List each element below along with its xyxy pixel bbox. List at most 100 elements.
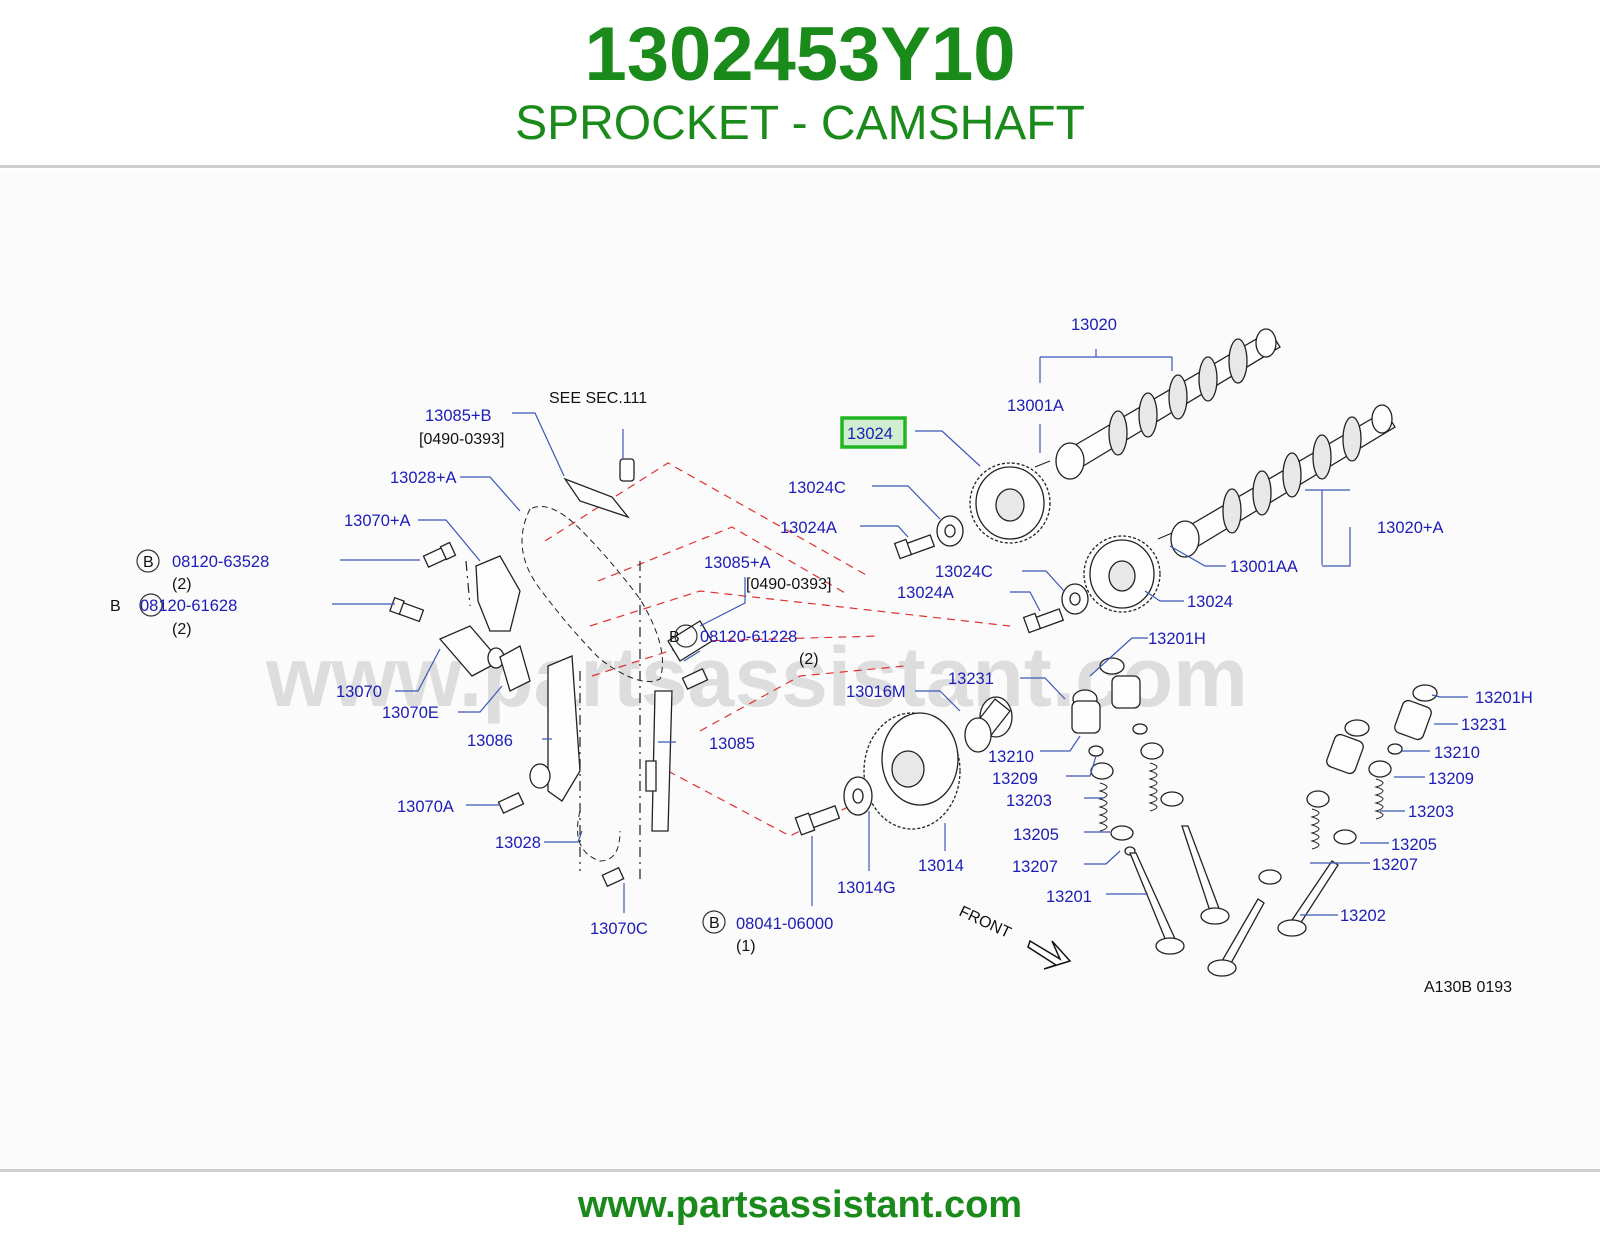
chain-guide-13085B[interactable] [563, 477, 630, 519]
callout-13020A[interactable]: 13020+A [1377, 519, 1444, 537]
callout-13205-right[interactable]: 13205 [1391, 836, 1437, 854]
valve-train-middle[interactable] [1071, 657, 1230, 955]
see-section-111[interactable]: SEE SEC.111 [549, 390, 647, 407]
tensioner-gasket-13070E[interactable] [499, 645, 531, 692]
callout-13016M[interactable]: 13016M [846, 683, 906, 701]
callout-13202[interactable]: 13202 [1340, 907, 1386, 925]
b-marker-08041 [702, 910, 726, 934]
callout-13024-lower[interactable]: 13024 [1187, 593, 1233, 611]
callout-13207-right[interactable]: 13207 [1372, 856, 1418, 874]
callout-13086[interactable]: 13086 [467, 732, 513, 750]
callout-13014G[interactable]: 13014G [837, 879, 896, 897]
front-arrow-icon [1027, 939, 1072, 970]
callout-13209-right[interactable]: 13209 [1428, 770, 1474, 788]
idler-shaft-13016M[interactable] [964, 696, 1013, 753]
callout-13024C-lower[interactable]: 13024C [935, 563, 993, 581]
callout-13231-right[interactable]: 13231 [1461, 716, 1507, 734]
callout-13070[interactable]: 13070 [336, 683, 382, 701]
range-13085A: [0490-0393] [746, 576, 831, 593]
diagram-code: A130B 0193 [1424, 979, 1512, 996]
bolt-08041-06000[interactable] [794, 805, 841, 836]
timing-chain-lower[interactable] [577, 810, 621, 862]
idler-sprocket-13014[interactable] [863, 712, 961, 830]
camshaft-sprocket-upper[interactable] [969, 462, 1051, 544]
front-label: FRONT [956, 903, 1013, 942]
tensioner-arm-13070A-top[interactable] [475, 555, 521, 632]
bolt-13070A[interactable] [497, 792, 525, 814]
callout-13201[interactable]: 13201 [1046, 888, 1092, 906]
callout-13203-middle[interactable]: 13203 [1006, 792, 1052, 810]
callout-13209-middle[interactable]: 13209 [992, 770, 1038, 788]
callout-13201H-right[interactable]: 13201H [1475, 689, 1533, 707]
callout-13205-middle[interactable]: 13205 [1013, 826, 1059, 844]
part-name-subtitle: SPROCKET - CAMSHAFT [515, 97, 1085, 150]
qty-08120-63528: (2) [172, 576, 192, 593]
callout-13024C-upper[interactable]: 13024C [788, 479, 846, 497]
camshaft-sprocket-lower[interactable] [1083, 535, 1161, 613]
chain-guide-13085A[interactable] [667, 620, 713, 662]
callout-13024A-lower[interactable]: 13024A [897, 584, 954, 602]
callout-08041-06000[interactable]: 08041-06000 [736, 915, 833, 933]
timing-chain-upper[interactable] [521, 506, 663, 682]
bolt-sec111[interactable] [619, 458, 635, 482]
b-letter-08120-63528: B [143, 554, 154, 571]
highlight-box-13024 [840, 416, 907, 449]
callout-13028A[interactable]: 13028+A [390, 469, 457, 487]
page-header: 1302453Y10 SPROCKET - CAMSHAFT [0, 0, 1600, 168]
bolt-08120-61628[interactable] [389, 596, 425, 623]
part-number-title: 1302453Y10 [584, 12, 1016, 97]
callout-13085A[interactable]: 13085+A [704, 554, 771, 572]
qty-08120-61228: (2) [799, 651, 819, 668]
exploded-view-svg: www.partsassistant.com [110, 316, 1533, 996]
leader-lines [332, 349, 1468, 916]
callout-08120-63528[interactable]: 08120-63528 [172, 553, 269, 571]
callout-13231-middle[interactable]: 13231 [948, 670, 994, 688]
callout-13070A-top[interactable]: 13070+A [344, 512, 411, 530]
camshaft-upper[interactable] [1034, 328, 1281, 480]
callout-13085[interactable]: 13085 [709, 735, 755, 753]
camshaft-lower[interactable] [1157, 404, 1396, 558]
callout-08120-61228[interactable]: 08120-61228 [700, 628, 797, 646]
site-url-link[interactable]: www.partsassistant.com [577, 1184, 1023, 1226]
bolt-08120-63528[interactable] [422, 541, 457, 568]
callout-13070C[interactable]: 13070C [590, 920, 648, 938]
b-letter-08041: B [709, 915, 720, 932]
callout-08120-61628[interactable]: 08120-61628 [140, 597, 237, 615]
callout-13210-middle[interactable]: 13210 [988, 748, 1034, 766]
b-marker-08120-63528 [136, 549, 160, 573]
chain-guide-13086[interactable] [529, 655, 581, 802]
callout-13024A-upper[interactable]: 13024A [780, 519, 837, 537]
bolt-13024A-lower[interactable] [1022, 608, 1065, 634]
chain-guide-13085[interactable] [645, 690, 673, 832]
qty-08120-61628: (2) [172, 621, 192, 638]
b-marker-08120-61628 [139, 593, 163, 617]
callout-13070E[interactable]: 13070E [382, 704, 439, 722]
b-marker-08120-61228 [674, 624, 698, 648]
b-letter-08120-61228: B [669, 629, 680, 646]
washer-13014G[interactable] [843, 776, 873, 816]
page-footer: www.partsassistant.com [0, 1169, 1600, 1240]
callout-13201H-middle[interactable]: 13201H [1148, 630, 1206, 648]
callout-13070A[interactable]: 13070A [397, 798, 454, 816]
callout-13001A[interactable]: 13001A [1007, 397, 1064, 415]
callout-13001AA[interactable]: 13001AA [1230, 558, 1298, 576]
bolt-13070C[interactable] [601, 866, 625, 888]
callout-13014[interactable]: 13014 [918, 857, 964, 875]
callout-13024-highlighted[interactable]: 13024 [847, 425, 893, 443]
qty-08041-06000: (1) [736, 938, 756, 955]
b-letter-08120-61628: B [110, 598, 121, 615]
bolt-08120-61228[interactable] [681, 668, 709, 690]
callout-13207-middle[interactable]: 13207 [1012, 858, 1058, 876]
washer-13024C-lower[interactable] [1061, 583, 1089, 615]
tensioner-centerline [465, 560, 471, 607]
callout-13020[interactable]: 13020 [1071, 316, 1117, 334]
parts-diagram: www.partsassistant.com [0, 171, 1600, 1169]
callout-13028[interactable]: 13028 [495, 834, 541, 852]
bolt-13024A-upper[interactable] [893, 534, 936, 560]
range-13085B: [0490-0393] [419, 431, 504, 448]
valve-train-right[interactable] [1207, 684, 1438, 977]
callout-13210-right[interactable]: 13210 [1434, 744, 1480, 762]
callout-13085B[interactable]: 13085+B [425, 407, 492, 425]
washer-13024C-upper[interactable] [936, 515, 964, 547]
callout-13203-right[interactable]: 13203 [1408, 803, 1454, 821]
